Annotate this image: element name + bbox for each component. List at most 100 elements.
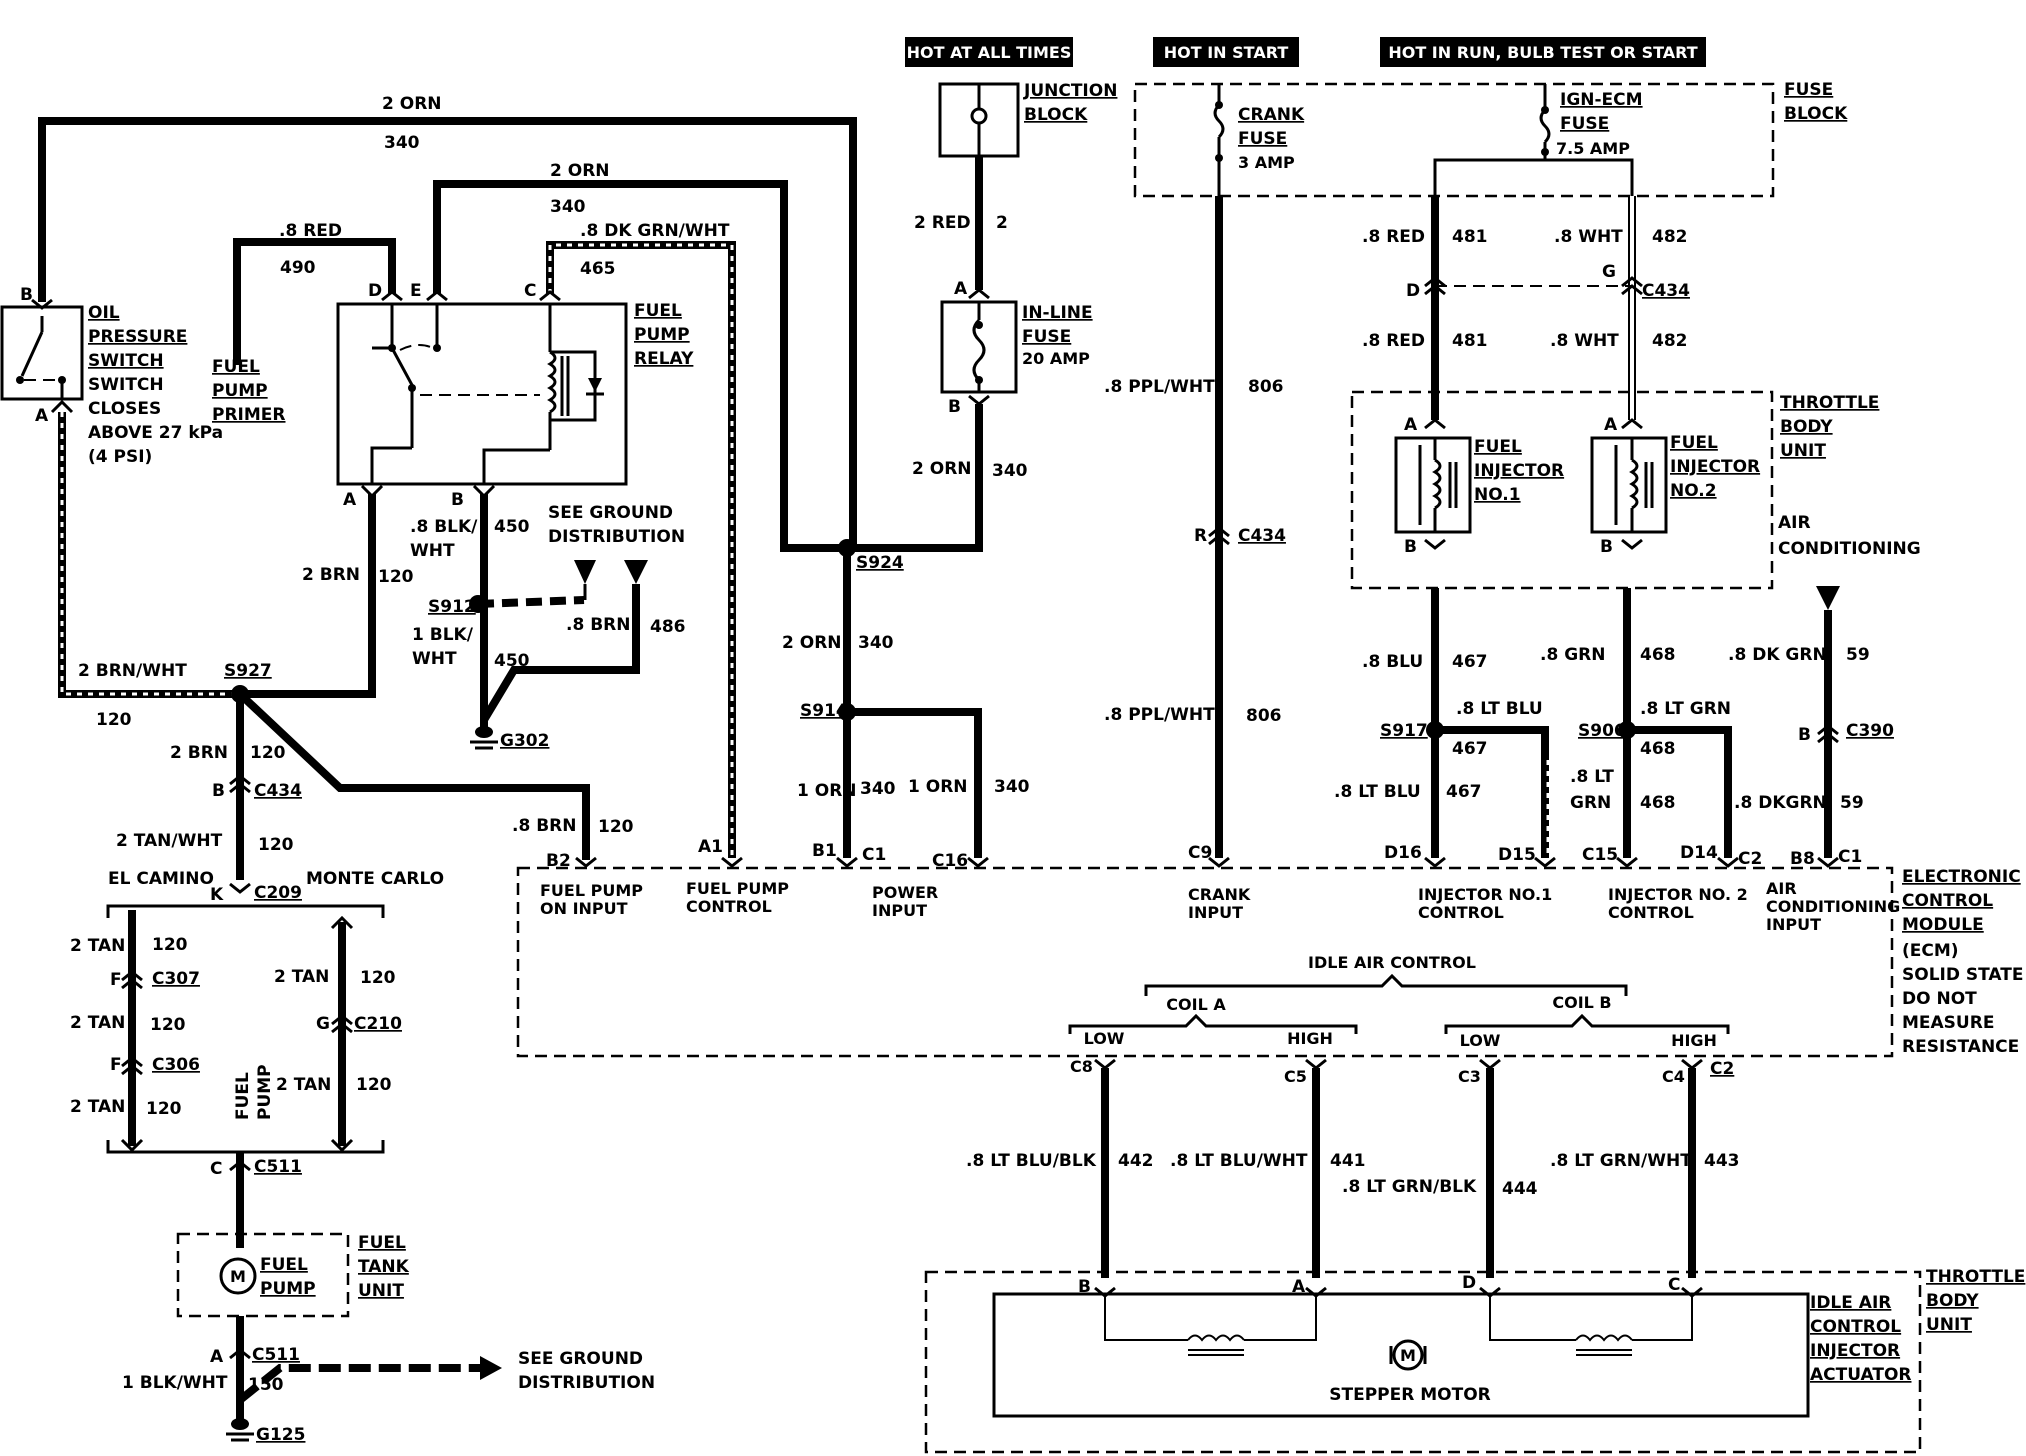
svg-text:CRANK: CRANK xyxy=(1188,885,1251,904)
oil-pressure-switch: OIL PRESSURE SWITCH SWITCH CLOSES ABOVE … xyxy=(0,285,223,467)
svg-text:S924: S924 xyxy=(856,553,904,573)
svg-text:7.5 AMP: 7.5 AMP xyxy=(1556,139,1630,158)
svg-text:1 BLK/: 1 BLK/ xyxy=(412,625,474,645)
svg-text:MONTE CARLO: MONTE CARLO xyxy=(306,869,444,889)
svg-text:A: A xyxy=(1404,415,1418,435)
power-input-wiring: S924 2 ORN 340 S914 1 ORN 340 1 ORN 340 xyxy=(782,539,1030,858)
ground-g302: G302 xyxy=(470,726,549,751)
svg-text:340: 340 xyxy=(994,777,1030,797)
svg-text:F: F xyxy=(110,1055,122,1075)
svg-text:120: 120 xyxy=(250,743,286,763)
svg-text:S914: S914 xyxy=(800,701,848,721)
wire-brnwht-120: 2 BRN/WHT 120 S927 xyxy=(50,399,272,730)
crank-wiring: .8 PPL/WHT 806 R C434 .8 PPL/WHT 806 xyxy=(1104,196,1286,858)
svg-text:C307: C307 xyxy=(152,969,200,989)
svg-text:DO NOT: DO NOT xyxy=(1902,989,1977,1009)
wire-red-490: .8 RED 490 FUEL PUMP PRIMER xyxy=(212,221,396,425)
svg-text:INJECTOR NO.1: INJECTOR NO.1 xyxy=(1418,885,1552,904)
svg-text:120: 120 xyxy=(258,835,294,855)
svg-text:B: B xyxy=(20,285,33,305)
throttle-body-unit-injectors: THROTTLE BODY UNIT AIR CONDITIONING A FU… xyxy=(1350,390,1921,590)
fuel-tank-unit: M FUEL PUMP FUEL TANK UNIT A C511 1 BLK/… xyxy=(122,1232,655,1445)
svg-text:2 TAN/WHT: 2 TAN/WHT xyxy=(116,831,223,851)
svg-text:C2: C2 xyxy=(1710,1059,1734,1079)
svg-text:IDLE AIR: IDLE AIR xyxy=(1810,1293,1891,1313)
svg-text:.8 LT GRN/BLK: .8 LT GRN/BLK xyxy=(1342,1177,1477,1197)
svg-text:467: 467 xyxy=(1452,739,1488,759)
svg-text:340: 340 xyxy=(858,633,894,653)
header-hot-in-start: HOT IN START xyxy=(1153,37,1299,67)
svg-text:1 ORN: 1 ORN xyxy=(797,781,857,801)
svg-text:INJECTOR: INJECTOR xyxy=(1810,1341,1900,1361)
ecm-box: ELECTRONIC CONTROL MODULE (ECM) SOLID ST… xyxy=(516,866,2023,1058)
svg-text:COIL A: COIL A xyxy=(1166,995,1226,1014)
svg-text:IN-LINE: IN-LINE xyxy=(1022,303,1093,323)
svg-text:340: 340 xyxy=(384,133,420,153)
svg-text:2 TAN: 2 TAN xyxy=(70,1013,125,1033)
svg-text:G: G xyxy=(1602,262,1616,282)
wire-brn-120: 2 BRN 120 xyxy=(240,494,414,698)
svg-text:SWITCH: SWITCH xyxy=(88,375,164,395)
svg-text:482: 482 xyxy=(1652,331,1688,351)
svg-text:INJECTOR: INJECTOR xyxy=(1670,457,1760,477)
svg-text:482: 482 xyxy=(1652,227,1688,247)
svg-text:.8 LT BLU: .8 LT BLU xyxy=(1334,782,1421,802)
svg-text:120: 120 xyxy=(598,817,634,837)
svg-text:486: 486 xyxy=(650,617,686,637)
svg-text:FUEL: FUEL xyxy=(1474,437,1522,457)
wire-orn-340-top: 2 ORN 340 xyxy=(38,94,857,548)
svg-text:TANK: TANK xyxy=(358,1257,410,1277)
header-hot-at-all-times: HOT AT ALL TIMES xyxy=(905,37,1073,67)
svg-text:2 ORN: 2 ORN xyxy=(550,161,610,181)
svg-text:3 AMP: 3 AMP xyxy=(1238,153,1295,172)
svg-text:1 BLK/WHT: 1 BLK/WHT xyxy=(122,1373,228,1393)
svg-text:CONTROL: CONTROL xyxy=(686,897,772,916)
svg-text:S906: S906 xyxy=(1578,721,1626,741)
svg-text:(4 PSI): (4 PSI) xyxy=(88,447,152,467)
fuse-block: FUSE BLOCK CRANK FUSE 3 AMP IGN-ECM FUSE… xyxy=(1133,80,1848,198)
svg-text:SEE GROUND: SEE GROUND xyxy=(548,503,673,523)
svg-text:.8 LT GRN: .8 LT GRN xyxy=(1640,699,1731,719)
svg-text:340: 340 xyxy=(860,779,896,799)
svg-text:S917: S917 xyxy=(1380,721,1428,741)
svg-text:490: 490 xyxy=(280,258,316,278)
svg-text:120: 120 xyxy=(152,935,188,955)
svg-text:FUEL: FUEL xyxy=(260,1255,308,1275)
svg-text:PRIMER: PRIMER xyxy=(212,405,286,425)
svg-text:481: 481 xyxy=(1452,227,1488,247)
svg-text:B: B xyxy=(1600,537,1613,557)
svg-text:CONDITIONING: CONDITIONING xyxy=(1766,897,1900,916)
svg-text:G302: G302 xyxy=(500,731,549,751)
svg-text:C5: C5 xyxy=(1284,1067,1307,1086)
svg-text:DISTRIBUTION: DISTRIBUTION xyxy=(548,527,685,547)
svg-text:.8 LT BLU: .8 LT BLU xyxy=(1456,699,1543,719)
svg-text:BODY: BODY xyxy=(1926,1291,1979,1311)
svg-text:.8 PPL/WHT: .8 PPL/WHT xyxy=(1104,377,1215,397)
svg-text:.8 BLU: .8 BLU xyxy=(1362,652,1423,672)
svg-text:.8 DK GRN/WHT: .8 DK GRN/WHT xyxy=(580,221,730,241)
svg-text:C434: C434 xyxy=(1642,281,1690,301)
ecm-input-labels: FUEL PUMP ON INPUT FUEL PUMP CONTROL POW… xyxy=(540,879,1900,934)
svg-text:G125: G125 xyxy=(256,1425,305,1445)
svg-text:COIL B: COIL B xyxy=(1552,993,1611,1012)
ac-wiring: .8 DK GRN 59 B C390 .8 DKGRN 59 xyxy=(1728,586,1894,858)
svg-text:468: 468 xyxy=(1640,793,1676,813)
svg-text:C209: C209 xyxy=(254,883,302,903)
svg-text:ACTUATOR: ACTUATOR xyxy=(1810,1365,1912,1385)
svg-text:C4: C4 xyxy=(1662,1067,1685,1086)
svg-text:.8 LT: .8 LT xyxy=(1570,767,1614,787)
svg-text:CONDITIONING: CONDITIONING xyxy=(1778,539,1921,559)
ecm-pins-top: B2 A1 B1 C1 C16 C9 D16 D15 C15 D14 C2 B8… xyxy=(546,837,1862,871)
svg-text:C8: C8 xyxy=(1070,1057,1093,1076)
svg-text:.8 PPL/WHT: .8 PPL/WHT xyxy=(1104,705,1215,725)
svg-text:POWER: POWER xyxy=(872,883,938,902)
fuel-pump-relay: D E C FUEL PUMP RELAY A B xyxy=(336,281,694,510)
svg-text:CLOSES: CLOSES xyxy=(88,399,161,419)
svg-text:D: D xyxy=(1406,281,1420,301)
svg-text:444: 444 xyxy=(1502,1179,1538,1199)
svg-text:FUEL: FUEL xyxy=(634,301,682,321)
svg-text:FUEL: FUEL xyxy=(358,1233,406,1253)
svg-text:A: A xyxy=(1604,415,1618,435)
svg-text:IGN-ECM: IGN-ECM xyxy=(1560,90,1643,110)
